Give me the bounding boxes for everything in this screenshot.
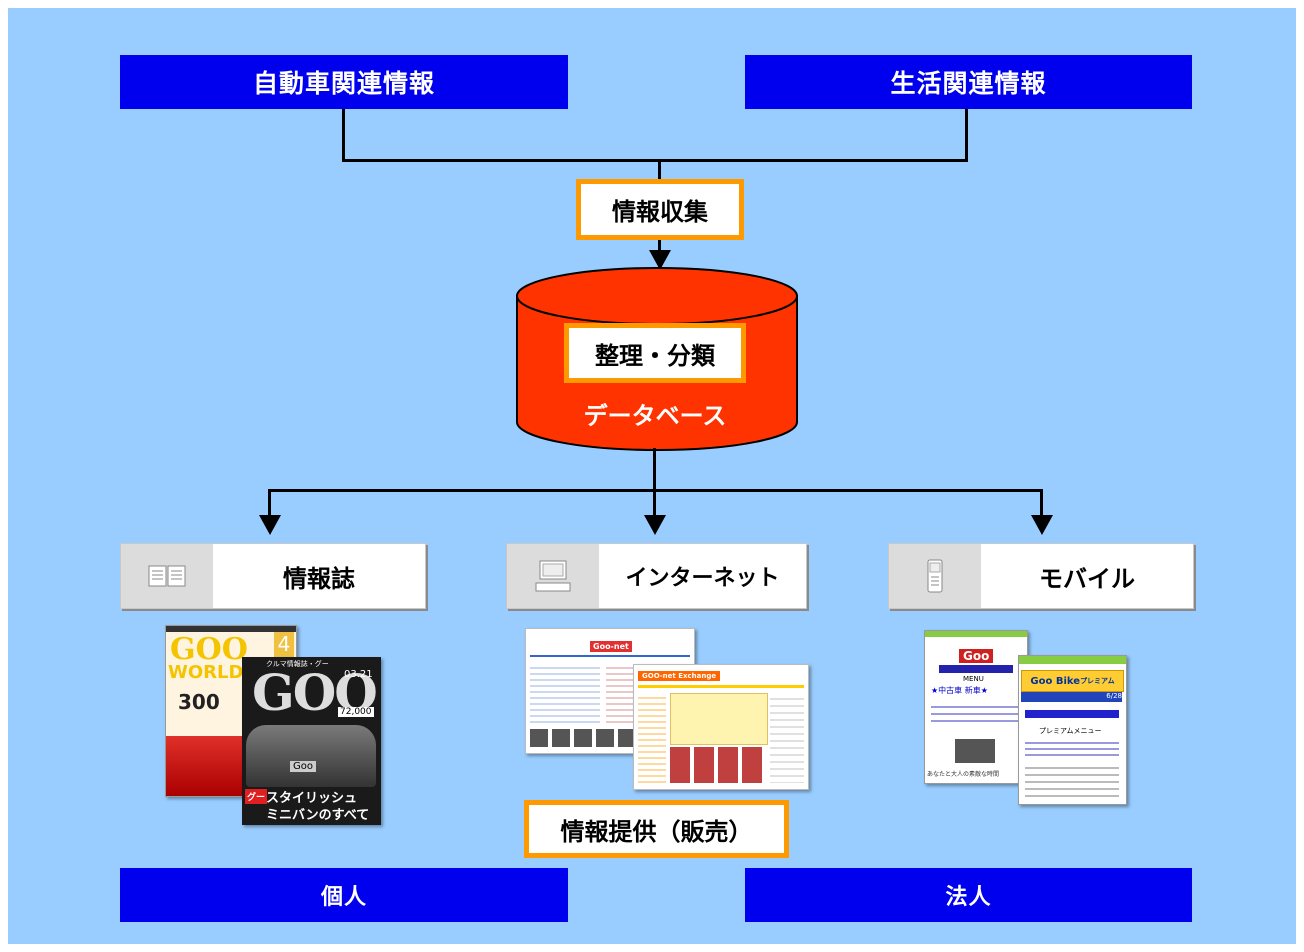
mobile-right-date: 6/28 [1021, 692, 1122, 702]
mobile-screen-right: Goo Bike プレミアム 6/28 プレミアムメニュー [1018, 655, 1127, 805]
connector-horizontal-top [342, 159, 968, 162]
magazine-front-masthead: クルマ情報誌・グー [266, 660, 329, 668]
mobile-left-menu: MENU [963, 675, 984, 683]
arrow-to-database-line [658, 240, 661, 254]
connector-left-down [342, 109, 345, 162]
magazine-front-brand: グー [245, 789, 268, 804]
mobile-screen-left: Goo MENU ★中古車 新車★ あなたと大人の素敵な時間 [924, 630, 1028, 784]
mobile-right-menu: プレミアムメニュー [1039, 727, 1102, 735]
collect-box: 情報収集 [576, 179, 744, 240]
magazine-back-number: 300 [178, 690, 220, 714]
provide-box: 情報提供（販売） [524, 800, 789, 858]
mobile-left-item1: ★中古車 新車★ [931, 686, 988, 695]
arrow-head-internet [644, 515, 666, 535]
mobile-phone-icon [889, 544, 981, 608]
connector-to-internet [653, 489, 656, 517]
website-back-logo: Goo-net [590, 641, 632, 652]
database-organize-box: 整理・分類 [564, 323, 746, 383]
source-automobile-info: 自動車関連情報 [120, 55, 568, 109]
website-front-banner: GOO-net Exchange [638, 671, 721, 681]
magazine-cover-front: クルマ情報誌・グー GOO 03.21 72,000 Goo グー スタイリッシ… [242, 657, 381, 825]
magazine-front-car [246, 725, 376, 787]
magazine-front-price: 72,000 [338, 707, 374, 717]
channel-mobile: モバイル [888, 543, 1194, 609]
connector-to-magazine [268, 489, 271, 517]
arrow-head-magazine [259, 515, 281, 535]
connector-to-mobile [1040, 489, 1043, 517]
magazine-back-title1: GOO [170, 632, 248, 667]
magazine-front-date: 03.21 [344, 669, 373, 680]
target-corporate: 法人 [745, 868, 1192, 922]
mobile-left-logo: Goo [959, 649, 994, 663]
mobile-left-caption: あなたと大人の素敵な時間 [927, 771, 1000, 778]
database-caption: データベース [583, 402, 727, 430]
connector-right-down [965, 109, 968, 162]
magazine-back-title2: WORLD [168, 662, 244, 683]
magazine-back-issue: 4 [274, 632, 294, 660]
mobile-right-logo-suffix: プレミアム [1080, 677, 1115, 685]
magazine-cover-back: GOO WORLD 4 300 [165, 625, 297, 797]
connector-center-down [658, 159, 661, 179]
mobile-right-logo: Goo Bike プレミアム [1021, 670, 1124, 692]
arrow-head-mobile [1031, 515, 1053, 535]
channel-mobile-label: モバイル [1039, 564, 1135, 593]
magazine-front-headline1: スタイリッシュ [266, 791, 358, 806]
website-screenshot-front: GOO-net Exchange [633, 664, 809, 790]
target-individual: 個人 [120, 868, 568, 922]
channel-internet: インターネット [506, 543, 807, 609]
channel-magazine: 情報誌 [120, 543, 426, 609]
mobile-right-logo-main: Goo Bike [1030, 675, 1081, 687]
book-icon [121, 544, 213, 608]
computer-icon [507, 544, 599, 608]
channel-internet-label: インターネット [625, 566, 780, 591]
connector-db-down [653, 448, 656, 492]
magazine-front-badge: Goo [290, 761, 316, 772]
channel-magazine-label: 情報誌 [283, 564, 355, 593]
arrow-to-database-head [649, 250, 671, 270]
source-lifestyle-info: 生活関連情報 [745, 55, 1192, 109]
magazine-front-headline2: ミニバンのすべて [266, 808, 370, 823]
